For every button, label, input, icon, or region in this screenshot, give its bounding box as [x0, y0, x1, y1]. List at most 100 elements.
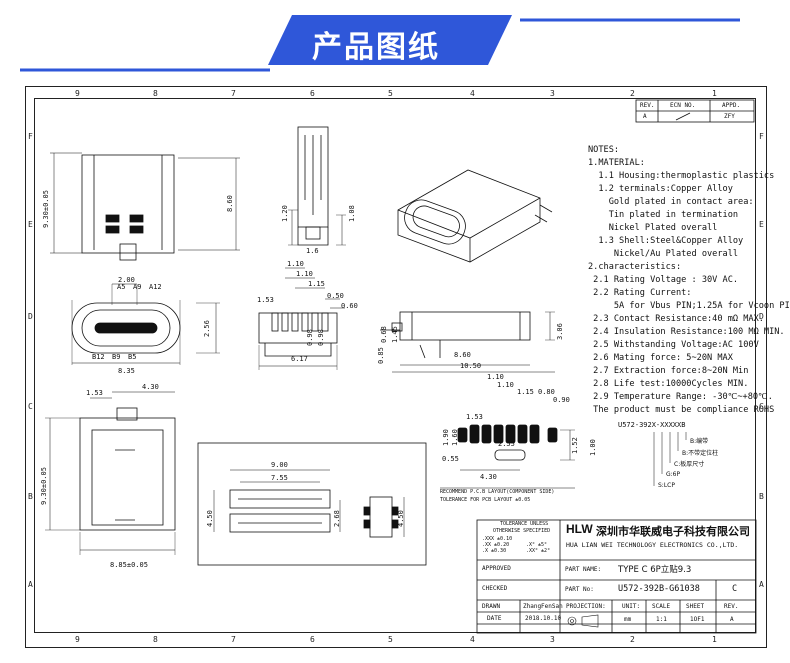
dim-fb-a: 1.53: [86, 389, 103, 397]
rev-value: A: [643, 113, 647, 120]
appd-header: APPD.: [722, 102, 741, 109]
dim-prof-h1: 0.68: [380, 326, 388, 343]
dim-slot-w1: 9.00: [271, 461, 288, 469]
note-line-0: NOTES:: [588, 145, 620, 155]
dim-width: 8.35: [118, 367, 135, 375]
zone-bottom-0: 9: [75, 635, 80, 644]
tol-4: .XX ±0.20: [482, 542, 510, 548]
pin-a5: A5: [117, 283, 126, 291]
zone-top-6: 3: [550, 89, 555, 98]
rev-label-final: REV.: [724, 603, 739, 610]
note-line-12: 5A for Vbus PIN;1.25A for Vcoon PIN: [588, 301, 790, 311]
company-cn: 深圳市华联威电子科技有限公司: [596, 525, 750, 538]
zone-bottom-3: 6: [310, 635, 315, 644]
zone-left-0: F: [28, 132, 33, 141]
approved-label: APPROVED: [482, 565, 511, 572]
slot-view: [197, 442, 427, 566]
date-value: 2018.10.10: [525, 615, 562, 622]
zone-right-1: E: [759, 220, 764, 229]
rev-header: REV.: [640, 102, 655, 109]
drawing-sheet-outer: [25, 86, 767, 648]
dim-prof-w2: 10.50: [460, 362, 482, 370]
unit-label: UNIT:: [622, 603, 641, 610]
zone-bottom-6: 3: [550, 635, 555, 644]
dim-side-a: 1.20: [281, 205, 289, 222]
dim-fp-d2: 1.10: [497, 381, 514, 389]
note-line-7: 1.3 Shell:Steel&Copper Alloy: [588, 236, 744, 246]
part-rev-value: C: [732, 584, 738, 594]
pcb-footprint: [440, 424, 575, 489]
zone-bottom-1: 8: [153, 635, 158, 644]
tol-5: .X ±0.30: [482, 548, 507, 554]
scale-label: SCALE: [652, 603, 671, 610]
sheet-value: 1OF1: [690, 616, 705, 623]
tol-3: .XXX ±0.10: [482, 536, 513, 542]
sheet-label: SHEET: [686, 603, 705, 610]
note-line-11: 2.2 Rating Current:: [588, 288, 692, 298]
zone-right-3: C: [759, 402, 764, 411]
part-code-label-4: G:6P: [666, 471, 681, 478]
dim-pin-d4: 0.50: [327, 292, 344, 300]
side-profile-view: [380, 311, 555, 373]
note-line-18: 2.8 Life test:10000Cycles MIN.: [588, 379, 749, 389]
zone-top-7: 2: [630, 89, 635, 98]
dim-prof-h4: 0.85: [377, 347, 385, 364]
dim-height: 9.30±0.05: [42, 190, 50, 228]
note-line-2: 1.1 Housing:thermoplastic plastics: [588, 171, 775, 181]
projection-label: PROJECTION:: [566, 603, 606, 610]
zone-bottom-4: 5: [388, 635, 393, 644]
note-line-5: Tin plated in termination: [588, 210, 739, 220]
part-name-label: PART NAME:: [565, 566, 602, 573]
dim-fp-a: 1.53: [466, 413, 483, 421]
note-line-17: 2.7 Extraction force:8~20N Min: [588, 366, 749, 376]
dim-pin-d8: 1.53: [257, 296, 274, 304]
dim-slot-h2: 2.68: [333, 510, 341, 527]
scale-value: 1:1: [656, 616, 667, 623]
pcb-note-1: RECOMMEND P.C.B LAYOUT(COMPONENT SIDE): [440, 489, 555, 495]
part-no-label: PART No:: [565, 586, 594, 593]
part-code-label-1: B:编带: [690, 438, 709, 445]
zone-top-2: 7: [231, 89, 236, 98]
tol-6: .X° ±5°: [526, 542, 548, 548]
drawn-value: ZhangFenSan: [523, 603, 563, 610]
part-code-label-3: C:板厚尺寸: [674, 461, 705, 468]
dim-pin-d7: 0.98: [317, 329, 325, 346]
zone-bottom-8: 1: [712, 635, 717, 644]
dim-prof-w1: 8.60: [454, 351, 471, 359]
note-line-9: 2.characteristics:: [588, 262, 682, 272]
part-code-label-5: S:LCP: [658, 482, 675, 489]
title-block: [476, 519, 757, 634]
zone-top-5: 4: [470, 89, 475, 98]
note-line-1: 1.MATERIAL:: [588, 158, 645, 168]
zone-left-5: A: [28, 580, 33, 589]
pin-b5: B5: [128, 353, 137, 361]
date-label: DATE: [487, 615, 502, 622]
dim-fp-d3: 1.15: [517, 388, 534, 396]
banner: [20, 15, 740, 72]
part-code-diagram: [653, 432, 687, 486]
note-line-16: 2.6 Mating force: 5~20N MAX: [588, 353, 733, 363]
dim-pin-d1: 1.10: [287, 260, 304, 268]
pin-detail-view: [258, 267, 345, 370]
dim-depth: 2.56: [203, 320, 211, 337]
dim-slot-h1: 4.50: [206, 510, 214, 527]
dim-fb-w: 8.85±0.05: [110, 561, 148, 569]
zone-right-5: A: [759, 580, 764, 589]
dim-fb-b: 4.30: [142, 383, 159, 391]
tol-2: OTHERWISE SPECIFIED: [493, 528, 551, 534]
dim-fp-c: 1.60: [451, 429, 459, 446]
side-view-narrow: [288, 126, 346, 246]
company-en: HUA LIAN WEI TECHNOLOGY ELECTRONICS CO.,…: [566, 541, 739, 549]
dim-fp-d5: 0.90: [553, 396, 570, 404]
note-line-20: The product must be compliance ROHS: [588, 405, 775, 415]
drawing-sheet-inner: [34, 98, 756, 633]
part-name-value: TYPE C 6P立贴9.3: [618, 565, 692, 575]
note-line-13: 2.3 Contact Resistance:40 mΩ MAX.: [588, 314, 764, 324]
note-line-8: Nickel/Au Plated overall: [588, 249, 739, 259]
tol-7: .XX° ±2°: [526, 548, 551, 554]
dim-prof-h2: 1.45: [391, 326, 399, 343]
dim-inner: 8.60: [226, 195, 234, 212]
note-line-4: Gold plated in contact area:: [588, 197, 754, 207]
pcb-note-2: TOLERANCE FOR PCB LAYOUT ±0.05: [440, 497, 531, 503]
typec-end-view: [71, 283, 220, 365]
